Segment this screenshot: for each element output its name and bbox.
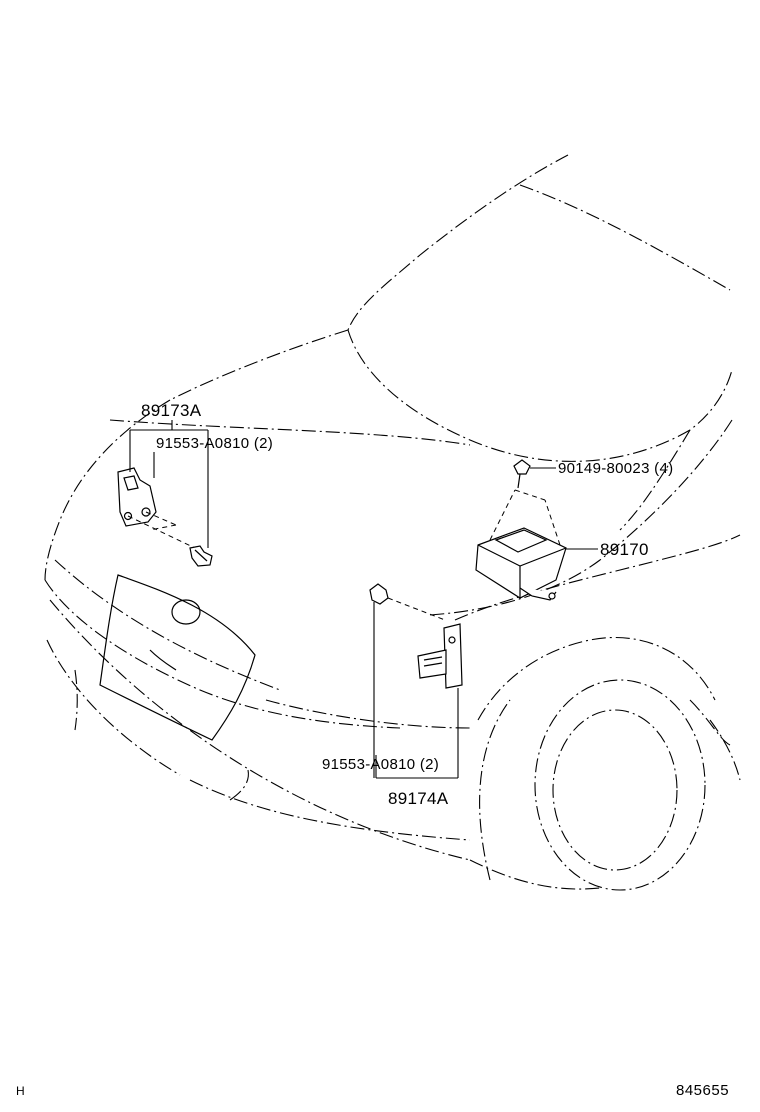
part-label-89170: 89170	[600, 540, 649, 559]
leaders-left	[129, 420, 209, 548]
part-label-89173a: 89173A	[141, 401, 202, 420]
front-airbag-sensor-right-icon	[417, 623, 463, 689]
part-label-89174a: 89174A	[388, 789, 449, 808]
diagram-number: 845655	[676, 1082, 730, 1099]
screw-top-icon	[513, 459, 531, 489]
front-airbag-sensor-left-icon	[117, 467, 196, 549]
leaders-center	[373, 602, 459, 779]
leaders-right	[530, 467, 598, 550]
footer-left-code: H	[16, 1084, 25, 1098]
license-plate-outline	[99, 574, 256, 741]
bolt-center-icon	[369, 583, 446, 621]
part-label-bolt-left: 91553-A0810 (2)	[156, 435, 273, 452]
bolt-left-icon	[189, 545, 213, 567]
airbag-sensor-assembly-icon	[475, 489, 567, 601]
vehicle-outline	[44, 154, 741, 891]
part-label-bolt-top: 90149-80023 (4)	[558, 460, 673, 477]
part-label-bolt-center: 91553-A0810 (2)	[322, 756, 439, 773]
